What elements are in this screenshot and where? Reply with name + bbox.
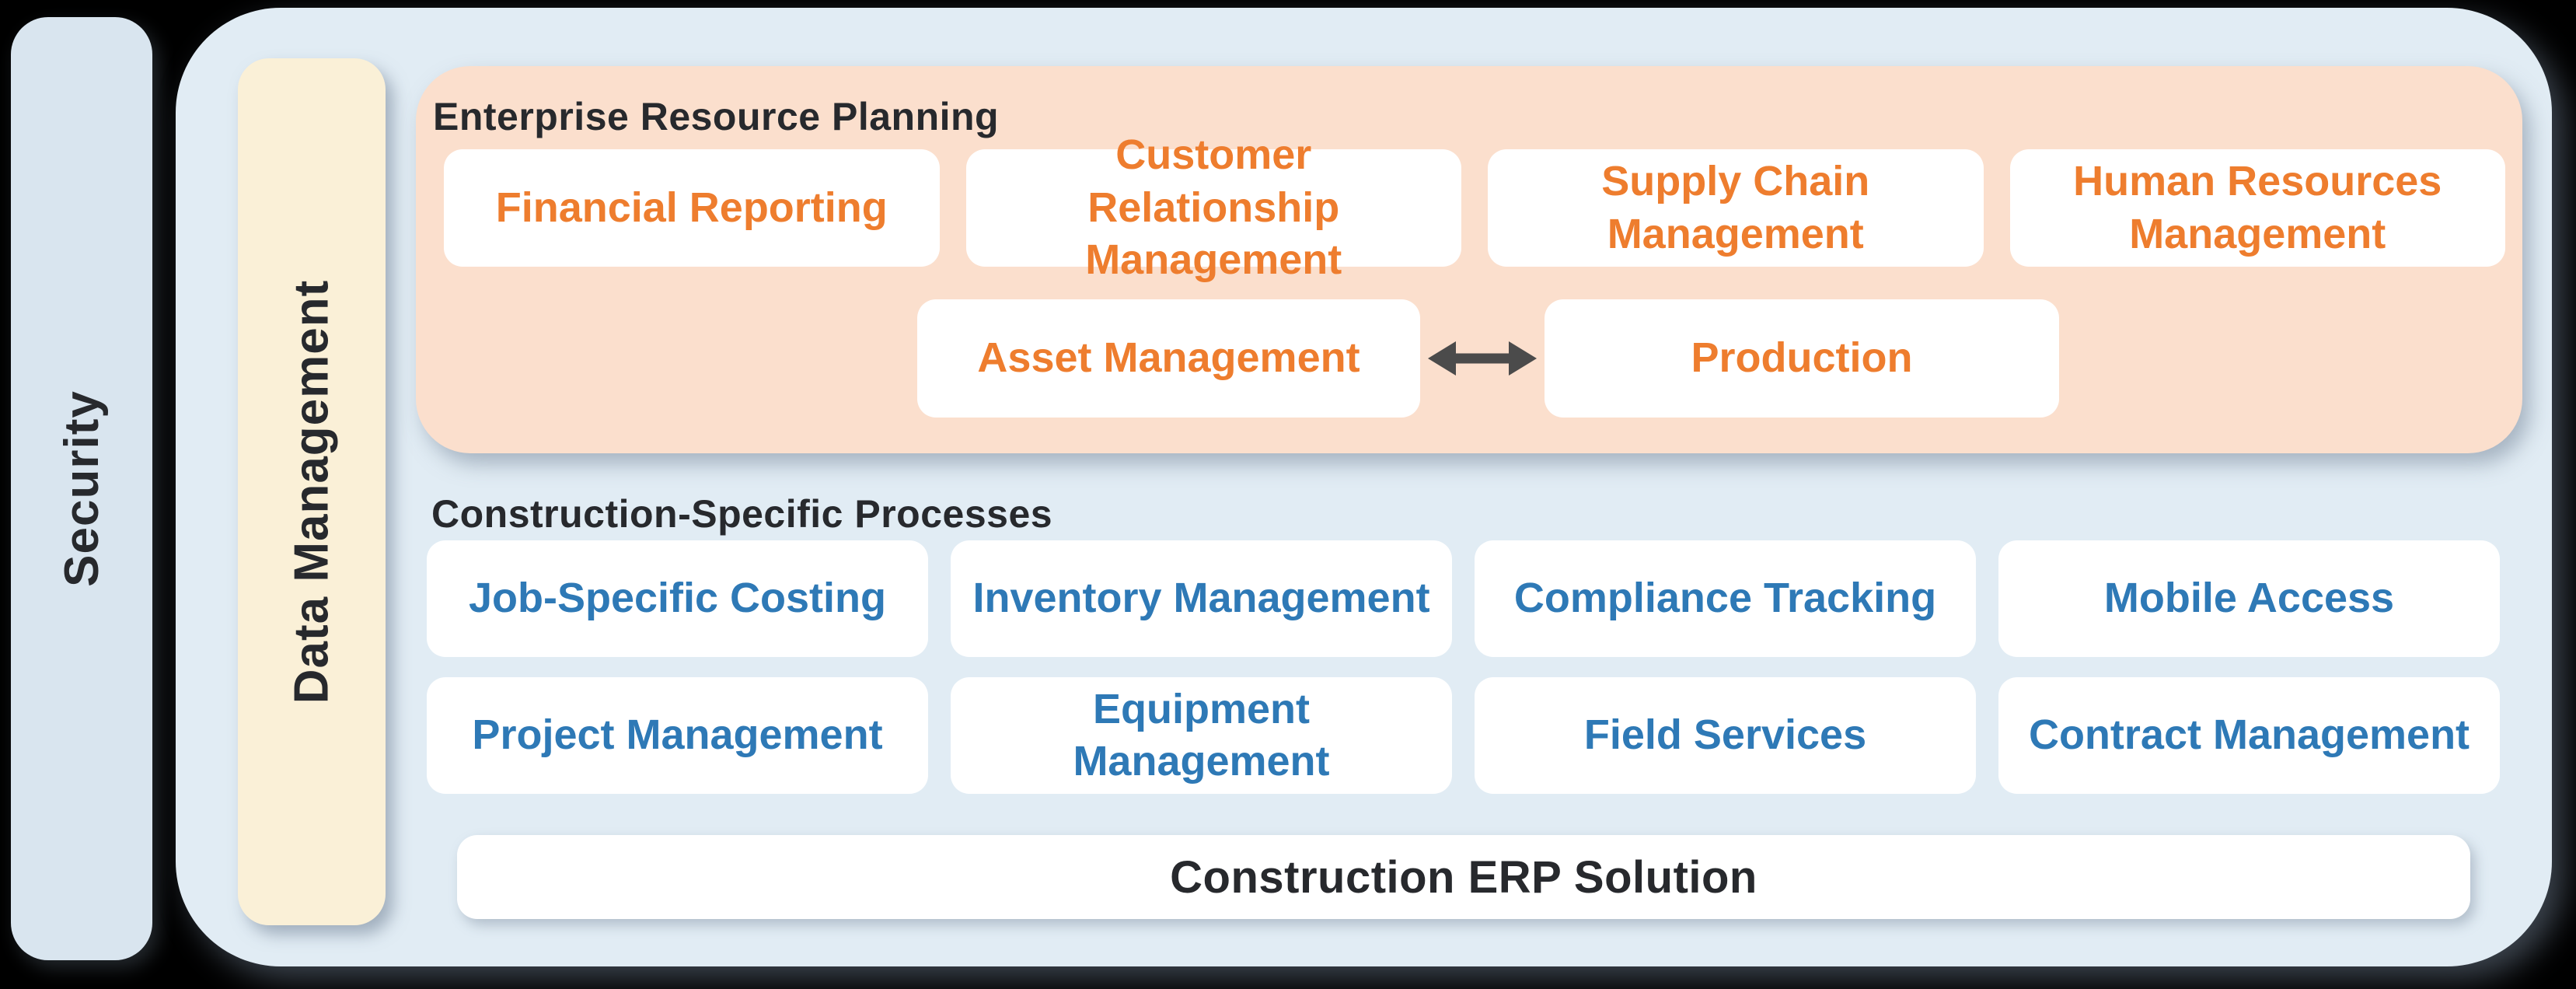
construction-module-equipment-management: Equipment Management — [951, 677, 1452, 794]
construction-module-mobile-access: Mobile Access — [1998, 540, 2500, 657]
erp-module-label: Supply Chain Management — [1601, 158, 1870, 257]
construction-module-job-specific-costing: Job-Specific Costing — [427, 540, 928, 657]
erp-module-supply-chain-management: Supply Chain Management — [1488, 149, 1984, 267]
construction-module-label: Contract Management — [2028, 711, 2470, 759]
construction-module-label: Project Management — [472, 711, 883, 759]
solution-footer-label: Construction ERP Solution — [1170, 851, 1757, 903]
construction-module-compliance-tracking: Compliance Tracking — [1475, 540, 1976, 657]
construction-module-label: Equipment Management — [1073, 685, 1330, 785]
erp-panel: Enterprise Resource Planning Financial R… — [416, 66, 2522, 453]
erp-panel-title: Enterprise Resource Planning — [433, 95, 1000, 138]
security-layer-bar: Security — [11, 17, 152, 960]
erp-module-label: Asset Management — [977, 334, 1360, 382]
data-management-layer-label: Data Management — [284, 279, 339, 704]
construction-module-label: Field Services — [1583, 711, 1867, 759]
erp-module-label: Customer Relationship Management — [1085, 131, 1342, 284]
construction-module-inventory-management: Inventory Management — [951, 540, 1452, 657]
security-layer-label: Security — [54, 390, 109, 587]
erp-module-asset-management: Asset Management — [917, 299, 1420, 418]
data-management-layer-bar: Data Management — [238, 58, 386, 925]
erp-module-label: Human Resources Management — [2073, 158, 2442, 257]
erp-module-human-resources-management: Human Resources Management — [2009, 149, 2505, 267]
erp-module-customer-relationship-management: Customer Relationship Management — [965, 131, 1461, 283]
construction-section-title: Construction-Specific Processes — [431, 492, 1053, 536]
bidirectional-arrow-icon — [1428, 331, 1537, 386]
construction-module-label: Job-Specific Costing — [468, 575, 887, 622]
erp-module-label: Financial Reporting — [495, 183, 888, 231]
solution-footer-bar: Construction ERP Solution — [457, 835, 2470, 919]
erp-module-production: Production — [1545, 299, 2059, 418]
construction-module-grid: Job-Specific Costing Inventory Managemen… — [427, 540, 2500, 794]
erp-module-label: Production — [1691, 334, 1913, 382]
erp-module-financial-reporting: Financial Reporting — [444, 149, 940, 267]
construction-module-contract-management: Contract Management — [1998, 677, 2500, 794]
construction-module-label: Mobile Access — [2103, 575, 2395, 622]
construction-module-label: Compliance Tracking — [1513, 575, 1937, 622]
construction-module-label: Inventory Management — [972, 575, 1430, 622]
construction-module-field-services: Field Services — [1475, 677, 1976, 794]
construction-module-project-management: Project Management — [427, 677, 928, 794]
erp-module-grid: Financial Reporting Customer Relationshi… — [444, 131, 2505, 283]
